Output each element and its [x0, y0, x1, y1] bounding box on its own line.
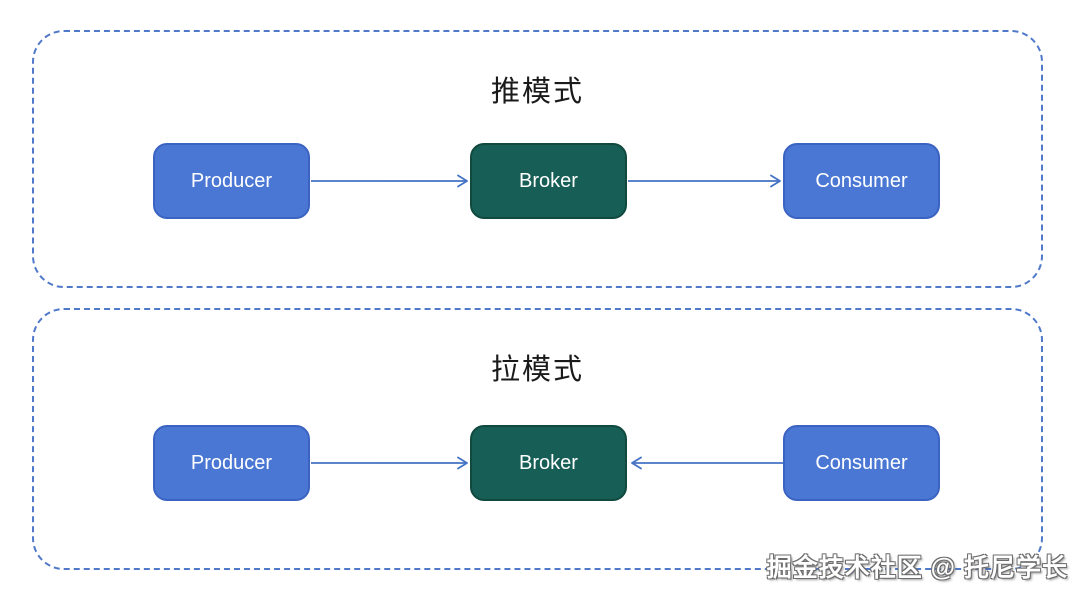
push-consumer-label: Consumer [815, 169, 908, 192]
push-mode-panel: 推模式 Producer Broker Consumer [32, 30, 1043, 288]
pull-producer-label: Producer [190, 451, 273, 474]
push-mode-title: 推模式 [490, 76, 584, 108]
pull-consumer-node: Consumer [783, 425, 940, 501]
pull-arrow-consumer-to-broker [628, 455, 784, 471]
watermark: 掘金技术社区 @ 托尼学长 [766, 554, 1068, 582]
pull-broker-node: Broker [470, 425, 627, 501]
push-producer-label: Producer [190, 169, 273, 192]
push-broker-node: Broker [470, 143, 627, 219]
push-arrow-broker-to-consumer [628, 173, 784, 189]
pull-consumer-label: Consumer [815, 451, 908, 474]
pull-arrow-producer-to-broker [311, 455, 471, 471]
pull-producer-node: Producer [153, 425, 310, 501]
push-arrow-producer-to-broker [311, 173, 471, 189]
pull-mode-panel: 拉模式 Producer Broker Consumer [32, 308, 1043, 570]
pull-mode-title: 拉模式 [490, 354, 584, 386]
push-producer-node: Producer [153, 143, 310, 219]
push-broker-label: Broker [519, 169, 578, 192]
push-consumer-node: Consumer [783, 143, 940, 219]
pull-broker-label: Broker [519, 451, 578, 474]
